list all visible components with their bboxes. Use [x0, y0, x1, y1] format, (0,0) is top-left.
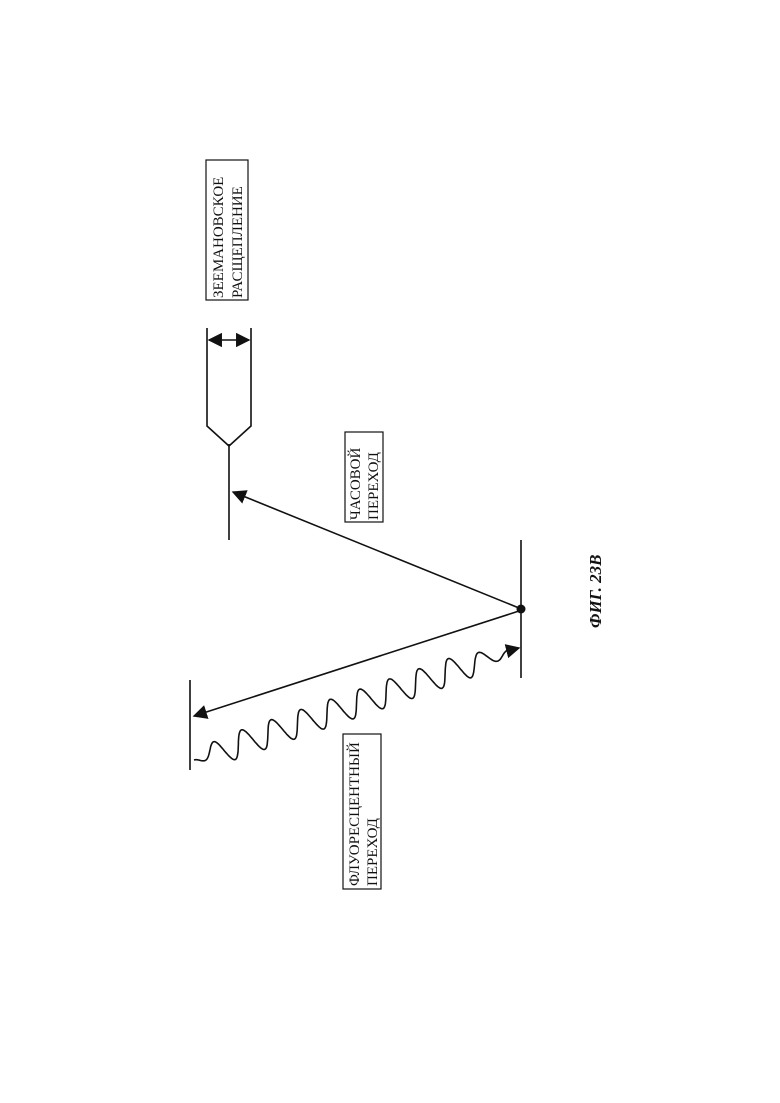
fluorescent-label-line-2: ПЕРЕХОД [365, 818, 381, 886]
zeeman-splitting-label: ЗЕЕМАНОВСКОЕ РАСЩЕПЛЕНИЕ [206, 160, 248, 300]
clock-transition-label: ЧАСОВОЙ ПЕРЕХОД [345, 432, 383, 522]
zeeman-label-line-2: РАСЩЕПЛЕНИЕ [230, 186, 246, 298]
figure-caption: ФИГ. 23B [586, 554, 605, 628]
zeeman-split-fork [207, 328, 251, 446]
clock-label-line-1: ЧАСОВОЙ [347, 447, 364, 520]
clock-label-line-2: ПЕРЕХОД [366, 452, 382, 520]
zeeman-label-line-1: ЗЕЕМАНОВСКОЕ [211, 177, 227, 298]
fluorescent-label-line-1: ФЛУОРЕСЦЕНТНЫЙ [346, 742, 363, 886]
fluorescent-transition-label: ФЛУОРЕСЦЕНТНЫЙ ПЕРЕХОД [343, 734, 381, 889]
